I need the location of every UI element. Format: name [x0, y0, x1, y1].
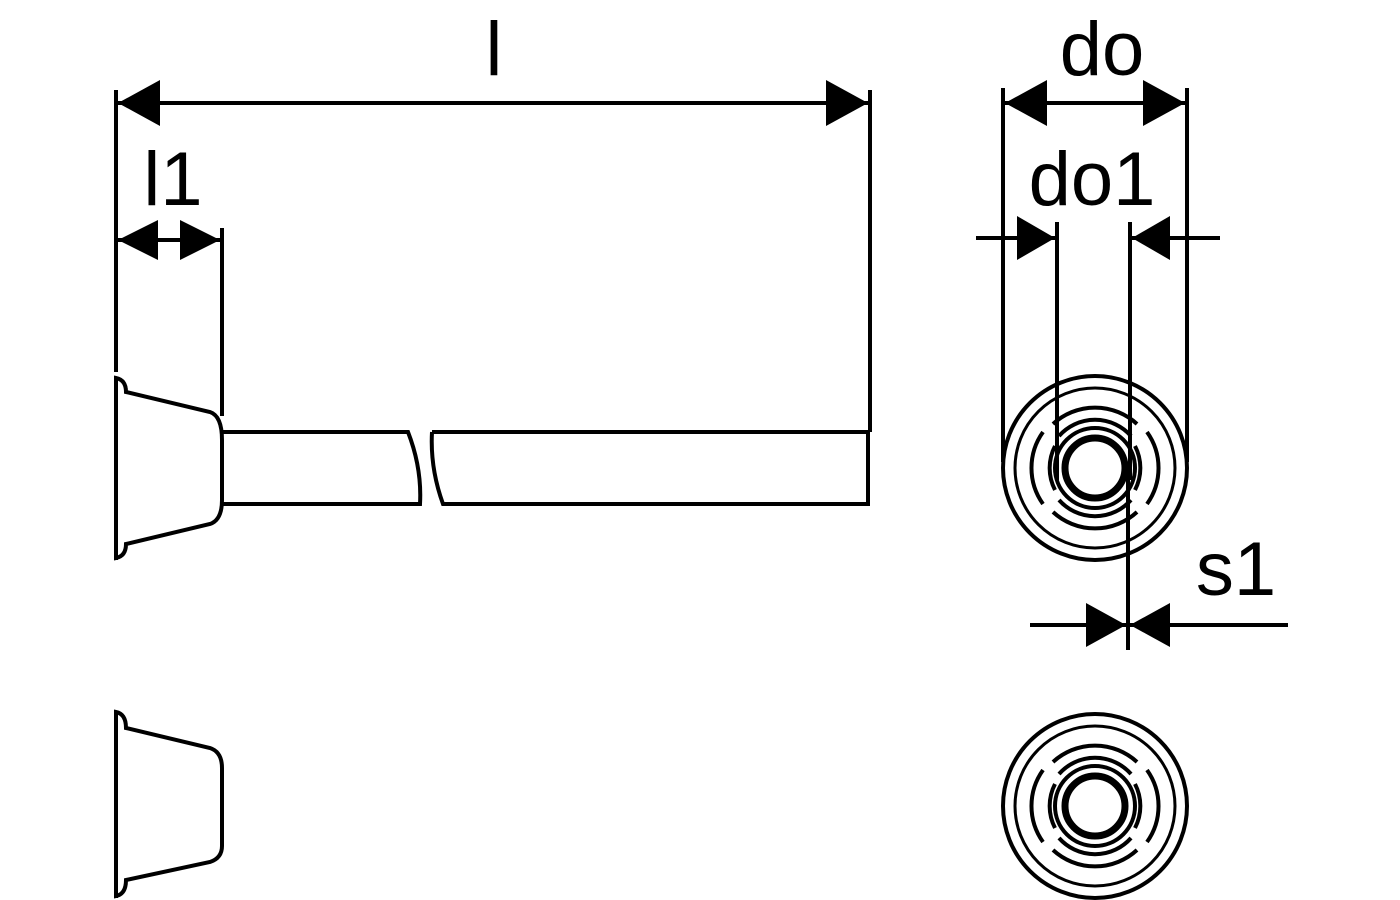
middle-ring-lower: [1013, 724, 1177, 888]
bore-outer-lower: [1053, 764, 1137, 848]
label-do1: do1: [1029, 137, 1156, 222]
label-l1: l1: [143, 137, 202, 222]
flange-side-view: [114, 709, 224, 899]
arrowhead-s1-right: [1130, 603, 1170, 647]
arrowhead-l-right: [826, 80, 868, 126]
flange-head: [114, 375, 224, 561]
bore-inner: [1061, 434, 1129, 502]
bore-inner-lower: [1061, 772, 1129, 840]
dimension-l: l: [114, 7, 872, 432]
side-view: [114, 375, 870, 561]
shaft-left: [222, 430, 423, 506]
label-l: l: [486, 7, 503, 92]
arrowhead-l-left: [118, 80, 160, 126]
flange-cone: [114, 709, 224, 899]
middle-ring: [1013, 386, 1177, 550]
arrowhead-do1-left: [1017, 216, 1055, 260]
slotted-ring-arcs-lower: [1029, 743, 1161, 869]
arrowhead-do-left: [1005, 80, 1047, 126]
dimension-l1: l1: [116, 137, 224, 416]
label-s1: s1: [1196, 527, 1276, 612]
dimension-s1: s1: [1030, 527, 1288, 647]
dimension-do1: do1: [976, 137, 1220, 260]
arrowhead-l1-left: [118, 220, 158, 260]
slotted-ring-arcs: [1029, 405, 1161, 531]
dimension-do: do: [1003, 7, 1187, 126]
arrowhead-l1-right: [180, 220, 220, 260]
flange-end-view: [1001, 712, 1189, 900]
label-do: do: [1060, 7, 1145, 92]
arrowhead-do-right: [1143, 80, 1185, 126]
outer-ring: [1001, 374, 1189, 562]
outer-ring-lower: [1001, 712, 1189, 900]
end-view: [1001, 88, 1189, 650]
arrowhead-do1-right: [1132, 216, 1170, 260]
arrowhead-s1-left: [1086, 603, 1126, 647]
shaft-right: [429, 430, 870, 506]
